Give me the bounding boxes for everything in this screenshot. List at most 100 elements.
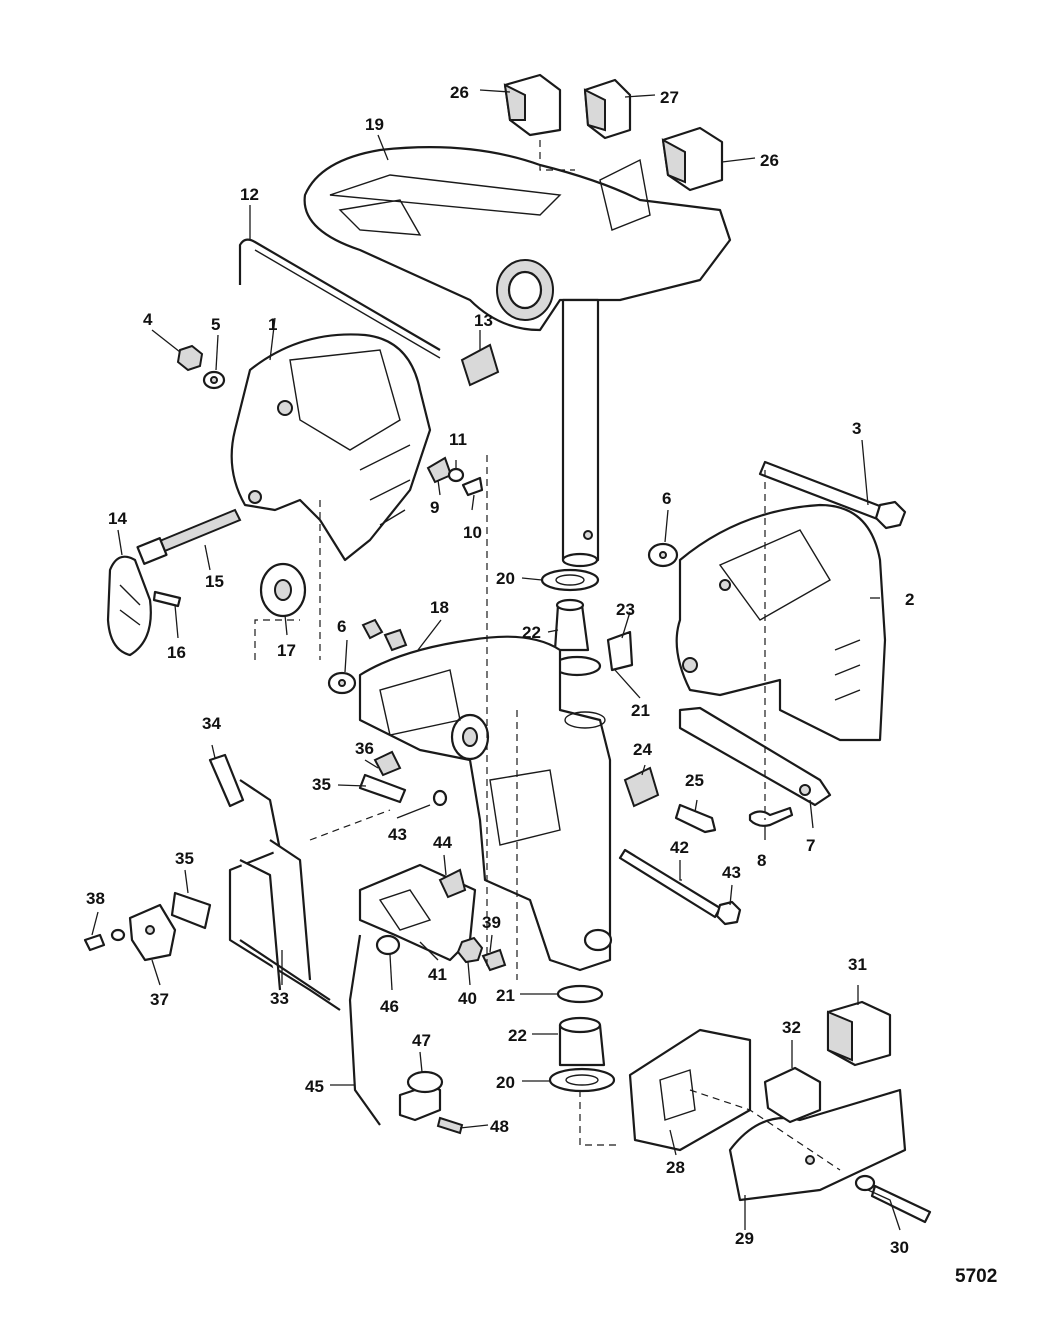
spring-36 (373, 750, 402, 777)
bolt-10 (461, 476, 484, 497)
callout-1: 1 (268, 315, 277, 334)
clamp-handle (106, 555, 152, 657)
through-bolt (758, 460, 907, 530)
washer-6-left (327, 671, 357, 695)
spring-44 (438, 868, 467, 899)
callout-27: 27 (660, 88, 679, 107)
callout-16: 16 (167, 643, 186, 662)
callout-15: 15 (205, 572, 224, 591)
leader-lines (91, 89, 901, 1231)
clamp-pad (259, 562, 307, 618)
callout-43-right: 43 (722, 863, 741, 882)
callout-48: 48 (490, 1117, 509, 1136)
callout-22-upper: 22 (522, 623, 541, 642)
callout-36: 36 (355, 739, 374, 758)
callout-13: 13 (474, 311, 493, 330)
pin-35-lower (170, 891, 212, 930)
callout-11: 11 (449, 430, 467, 449)
callout-6-right: 6 (662, 489, 671, 508)
swivel-housing (358, 635, 613, 972)
screw-9 (426, 456, 453, 484)
callout-32: 32 (782, 1018, 801, 1037)
rod-clamp (398, 1070, 444, 1122)
callout-37: 37 (150, 990, 169, 1009)
screw-8 (748, 806, 794, 827)
callout-43-left: 43 (388, 825, 407, 844)
callout-28: 28 (666, 1158, 685, 1177)
nut-40 (456, 936, 484, 964)
callout-9: 9 (430, 498, 439, 517)
bushing-46 (375, 934, 401, 956)
callout-47: 47 (412, 1031, 431, 1050)
bolt-30 (854, 1174, 932, 1224)
callout-21-lower: 21 (496, 986, 515, 1005)
screw-38 (83, 928, 126, 952)
callout-10: 10 (463, 523, 482, 542)
callout-4: 4 (143, 310, 153, 329)
callout-8: 8 (757, 851, 766, 870)
callout-19: 19 (365, 115, 384, 134)
spring-13 (460, 343, 500, 387)
callout-23: 23 (616, 600, 635, 619)
callout-5: 5 (211, 315, 220, 334)
bracket-37 (128, 903, 177, 962)
callout-25: 25 (685, 771, 704, 790)
pad-26-right (661, 126, 724, 192)
callout-44: 44 (433, 833, 452, 852)
washer-5 (202, 370, 226, 390)
pin-35-upper (358, 773, 407, 804)
callout-24: 24 (633, 740, 652, 759)
lever-grip (208, 753, 245, 808)
pad-32 (763, 1066, 822, 1124)
callout-34: 34 (202, 714, 221, 733)
anode-plate (678, 706, 832, 807)
callout-22-lower: 22 (508, 1026, 527, 1045)
callout-26-right: 26 (760, 151, 779, 170)
callout-17: 17 (277, 641, 296, 660)
pad-31 (826, 1000, 892, 1067)
clamp-bracket-right (675, 503, 887, 742)
pad-27 (583, 78, 632, 140)
callout-30: 30 (890, 1238, 909, 1257)
tilt-lock-rod (238, 238, 441, 359)
link-rod (348, 934, 381, 1126)
callout-18: 18 (430, 598, 449, 617)
callout-20-upper: 20 (496, 569, 515, 588)
reference-code: 5702 (955, 1266, 997, 1287)
callout-42: 42 (670, 838, 689, 857)
callout-14: 14 (108, 509, 127, 528)
lower-mount-29 (728, 1088, 907, 1202)
tilt-lock-lever (228, 779, 341, 1011)
callout-40: 40 (458, 989, 477, 1008)
assembly-lines (254, 140, 841, 1171)
swivel-bracket-top (303, 146, 732, 332)
callout-45: 45 (305, 1077, 324, 1096)
screw-39 (481, 948, 507, 972)
nut-43-right (715, 900, 742, 926)
callout-6-left: 6 (337, 617, 346, 636)
bushing-set-lower (548, 984, 616, 1093)
callout-31: 31 (848, 955, 867, 974)
callout-20-lower: 20 (496, 1073, 515, 1092)
rod-42 (618, 848, 722, 919)
springs-18 (361, 618, 408, 652)
callout-46: 46 (380, 997, 399, 1016)
washer-11 (447, 467, 465, 483)
washer-6-right (647, 542, 679, 568)
callout-29: 29 (735, 1229, 754, 1248)
nut-43-left (432, 789, 448, 807)
callout-39: 39 (482, 913, 501, 932)
screw-48 (436, 1116, 464, 1135)
callout-26-top: 26 (450, 83, 469, 102)
callout-38: 38 (86, 889, 105, 908)
callout-35-upper: 35 (312, 775, 331, 794)
callout-35-lower: 35 (175, 849, 194, 868)
callout-41: 41 (428, 965, 447, 984)
clamp-bracket-left (230, 333, 432, 562)
nut-4 (176, 344, 204, 372)
pad-26-top (503, 73, 562, 137)
clamp-screw (136, 508, 242, 565)
callout-3: 3 (852, 419, 861, 438)
pin-16 (152, 590, 182, 608)
